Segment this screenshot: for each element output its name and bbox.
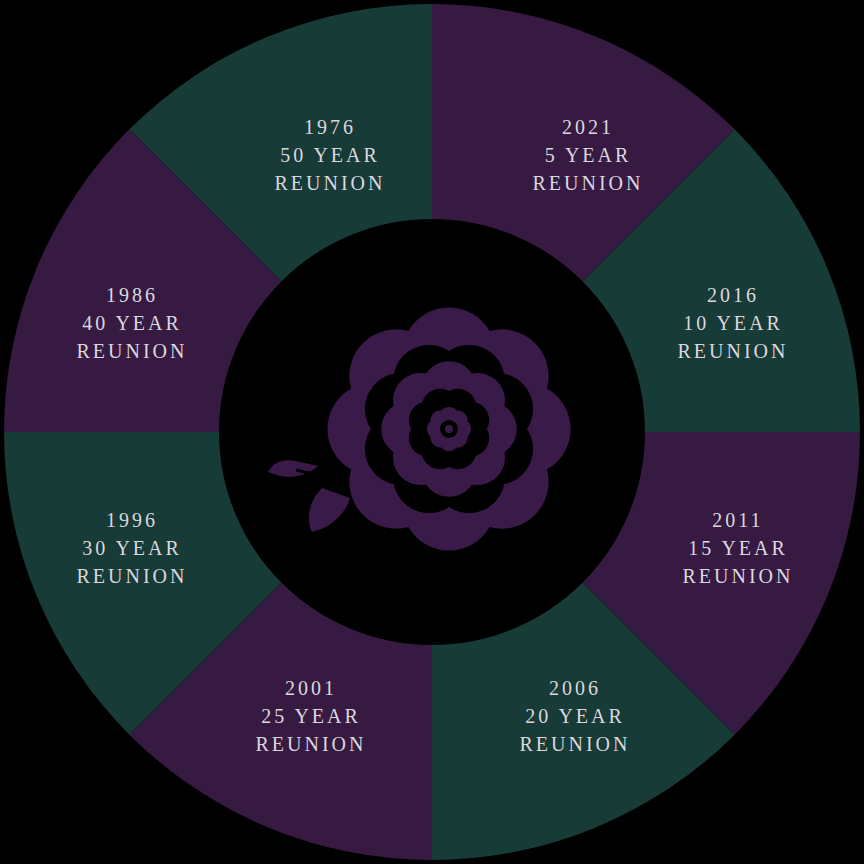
rose-emblem <box>268 307 571 550</box>
rose-petal-gap <box>409 389 489 469</box>
sector-label: 201115 YEAR REUNION <box>653 506 823 590</box>
rose-petal-gap <box>365 345 533 513</box>
reunion-title: 10 YEAR REUNION <box>648 309 818 365</box>
reunion-year: 2006 <box>490 674 660 702</box>
reunion-title: 5 YEAR REUNION <box>503 141 673 197</box>
reunion-title: 30 YEAR REUNION <box>47 534 217 590</box>
rose-eye <box>440 420 458 438</box>
sector-label: 200620 YEAR REUNION <box>490 674 660 758</box>
rose-center <box>445 425 453 433</box>
sector-label: 198640 YEAR REUNION <box>47 281 217 365</box>
reunion-title: 20 YEAR REUNION <box>490 702 660 758</box>
reunion-title: 25 YEAR REUNION <box>226 702 396 758</box>
sector-fill <box>129 583 432 860</box>
reunion-year: 2011 <box>653 506 823 534</box>
reunion-title: 50 YEAR REUNION <box>245 141 415 197</box>
sector-label: 20215 YEAR REUNION <box>503 113 673 197</box>
reunion-year: 2016 <box>648 281 818 309</box>
center-disc <box>219 219 645 645</box>
sector-fill <box>4 129 281 432</box>
leaf-vein <box>296 470 340 480</box>
sector-label: 197650 YEAR REUNION <box>245 113 415 197</box>
rose-petal-outer <box>327 307 570 550</box>
sector-fill <box>4 432 281 735</box>
reunion-year: 2001 <box>226 674 396 702</box>
sector-label: 199630 YEAR REUNION <box>47 506 217 590</box>
reunion-year: 1996 <box>47 506 217 534</box>
sector-fill <box>129 4 432 281</box>
sector-fill <box>432 583 735 860</box>
reunion-title: 15 YEAR REUNION <box>653 534 823 590</box>
reunion-year: 1986 <box>47 281 217 309</box>
sector-fill <box>432 4 735 281</box>
reunion-year: 2021 <box>503 113 673 141</box>
reunion-title: 40 YEAR REUNION <box>47 309 217 365</box>
rose-star <box>427 407 471 451</box>
sector-label: 200125 YEAR REUNION <box>226 674 396 758</box>
sector-fill <box>583 129 860 432</box>
sector-label: 201610 YEAR REUNION <box>648 281 818 365</box>
sector-fill <box>583 432 860 735</box>
rose-leaf <box>309 488 350 532</box>
rose-petal-inner <box>381 361 517 497</box>
reunion-year: 1976 <box>245 113 415 141</box>
